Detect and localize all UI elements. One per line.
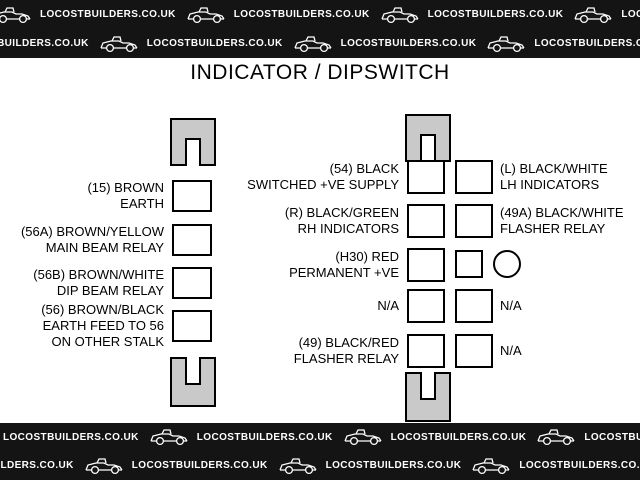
- watermark-unit: LOCOSTBUILDERS.CO.UK: [84, 456, 268, 476]
- label-pin-left-2: (56A) BROWN/YELLOW MAIN BEAM RELAY: [20, 224, 164, 255]
- pin-right-a2: [407, 204, 445, 238]
- watermark-unit: LOCOSTBUILDERS.CO.UK: [486, 34, 640, 54]
- label-pin-left-3: (56B) BROWN/WHITE DIP BEAM RELAY: [33, 267, 164, 298]
- watermark-text: LOCOSTBUILDERS.CO.UK: [0, 460, 74, 472]
- watermark-text: LOCOSTBUILDERS.CO.UK: [584, 431, 640, 443]
- watermark-unit: LOCOSTBUILDERS.CO.UK: [0, 427, 139, 447]
- watermark-text: LOCOSTBUILDERS.CO.UK: [40, 9, 176, 20]
- watermark-unit: LOCOSTBUILDERS.CO.UK: [0, 456, 74, 476]
- round-hole: [493, 250, 521, 278]
- label-pin-right-b5: N/A: [500, 343, 522, 358]
- label-pin-right-a3: (H30) RED PERMANENT +VE: [289, 249, 399, 280]
- watermark-row: LOCOSTBUILDERS.CO.UK LOCOSTBUILDERS.CO.UK…: [0, 0, 640, 29]
- watermark-text: LOCOSTBUILDERS.CO.UK: [3, 431, 139, 443]
- label-pin-right-b4: N/A: [500, 298, 522, 313]
- label-pin-right-b2: (49A) BLACK/WHITE FLASHER RELAY: [500, 205, 624, 236]
- pin-right-b1: [455, 160, 493, 194]
- watermark-unit: LOCOSTBUILDERS.CO.UK: [573, 5, 640, 25]
- pin-right-a5: [407, 334, 445, 368]
- watermark-text: LOCOSTBUILDERS.CO.UK: [519, 460, 640, 472]
- watermark-text: LOCOSTBUILDERS.CO.UK: [131, 460, 268, 472]
- car-icon: [380, 6, 419, 23]
- car-icon: [537, 429, 575, 446]
- car-icon: [278, 458, 317, 474]
- watermark-text: LOCOSTBUILDERS.CO.UK: [340, 38, 477, 49]
- car-icon: [487, 35, 525, 52]
- pin-left-2: [172, 224, 212, 256]
- label-pin-left-4: (56) BROWN/BLACK EARTH FEED TO 56 ON OTH…: [41, 302, 164, 349]
- watermark-text: LOCOSTBUILDERS.CO.UK: [621, 9, 640, 20]
- watermark-unit: LOCOSTBUILDERS.CO.UK: [343, 427, 527, 447]
- car-icon: [574, 6, 612, 23]
- watermark-unit: LOCOSTBUILDERS.CO.UK: [471, 456, 640, 476]
- watermark-unit: LOCOSTBUILDERS.CO.UK: [186, 5, 370, 25]
- watermark-text: LOCOSTBUILDERS.CO.UK: [196, 431, 333, 443]
- pin-left-1: [172, 180, 212, 212]
- pin-left-4: [172, 310, 212, 342]
- watermark-text: LOCOSTBUILDERS.CO.UK: [146, 38, 283, 49]
- watermark-row: LOCOSTBUILDERS.CO.UK LOCOSTBUILDERS.CO.UK…: [0, 452, 640, 480]
- watermark-unit: LOCOSTBUILDERS.CO.UK: [278, 456, 462, 476]
- label-pin-right-a1: (54) BLACK SWITCHED +VE SUPPLY: [247, 161, 399, 192]
- watermark-unit: LOCOSTBUILDERS.CO.UK: [0, 34, 89, 54]
- car-icon: [0, 6, 31, 23]
- label-pin-right-a2: (R) BLACK/GREEN RH INDICATORS: [284, 205, 399, 236]
- car-icon: [343, 429, 382, 446]
- watermark-unit: LOCOSTBUILDERS.CO.UK: [0, 5, 176, 25]
- watermark-unit: LOCOSTBUILDERS.CO.UK: [99, 34, 283, 54]
- pin-right-b2: [455, 204, 493, 238]
- label-pin-right-b1: (L) BLACK/WHITE LH INDICATORS: [500, 161, 608, 192]
- car-icon: [150, 429, 188, 446]
- watermark-text: LOCOSTBUILDERS.CO.UK: [390, 431, 527, 443]
- pin-right-a1: [407, 160, 445, 194]
- pin-right-b4: [455, 289, 493, 323]
- car-icon: [187, 6, 225, 23]
- pin-right-b5: [455, 334, 493, 368]
- left-connector-housing-top: [170, 118, 216, 166]
- diagram-title: INDICATOR / DIPSWITCH: [190, 61, 450, 84]
- pin-right-a3: [407, 248, 445, 282]
- watermark-text: LOCOSTBUILDERS.CO.UK: [534, 38, 640, 49]
- right-connector-housing-bottom: [405, 372, 451, 422]
- watermark-text: LOCOSTBUILDERS.CO.UK: [233, 9, 370, 20]
- pin-right-a4: [407, 289, 445, 323]
- watermark-row: LOCOSTBUILDERS.CO.UK LOCOSTBUILDERS.CO.UK…: [0, 423, 640, 452]
- watermark-row: LOCOSTBUILDERS.CO.UK LOCOSTBUILDERS.CO.UK…: [0, 29, 640, 58]
- car-icon: [472, 458, 510, 474]
- watermark-text: LOCOSTBUILDERS.CO.UK: [325, 460, 462, 472]
- label-pin-right-a5: (49) BLACK/RED FLASHER RELAY: [293, 335, 399, 366]
- watermark-text: LOCOSTBUILDERS.CO.UK: [0, 38, 89, 49]
- label-pin-left-1: (15) BROWN EARTH: [87, 180, 164, 211]
- watermark-band-bottom: LOCOSTBUILDERS.CO.UK LOCOSTBUILDERS.CO.UK…: [0, 423, 640, 480]
- car-icon: [85, 458, 123, 474]
- car-icon: [293, 35, 332, 52]
- watermark-unit: LOCOSTBUILDERS.CO.UK: [380, 5, 564, 25]
- right-connector-housing-top: [405, 114, 451, 162]
- watermark-band-top: LOCOSTBUILDERS.CO.UK LOCOSTBUILDERS.CO.UK…: [0, 0, 640, 58]
- watermark-unit: LOCOSTBUILDERS.CO.UK: [536, 427, 640, 447]
- left-connector-housing-bottom: [170, 357, 216, 407]
- pin-right-b3: [455, 250, 483, 278]
- car-icon: [100, 35, 138, 52]
- watermark-text: LOCOSTBUILDERS.CO.UK: [427, 9, 564, 20]
- pin-left-3: [172, 267, 212, 299]
- watermark-unit: LOCOSTBUILDERS.CO.UK: [149, 427, 333, 447]
- watermark-unit: LOCOSTBUILDERS.CO.UK: [293, 34, 477, 54]
- label-pin-right-a4: N/A: [377, 298, 399, 313]
